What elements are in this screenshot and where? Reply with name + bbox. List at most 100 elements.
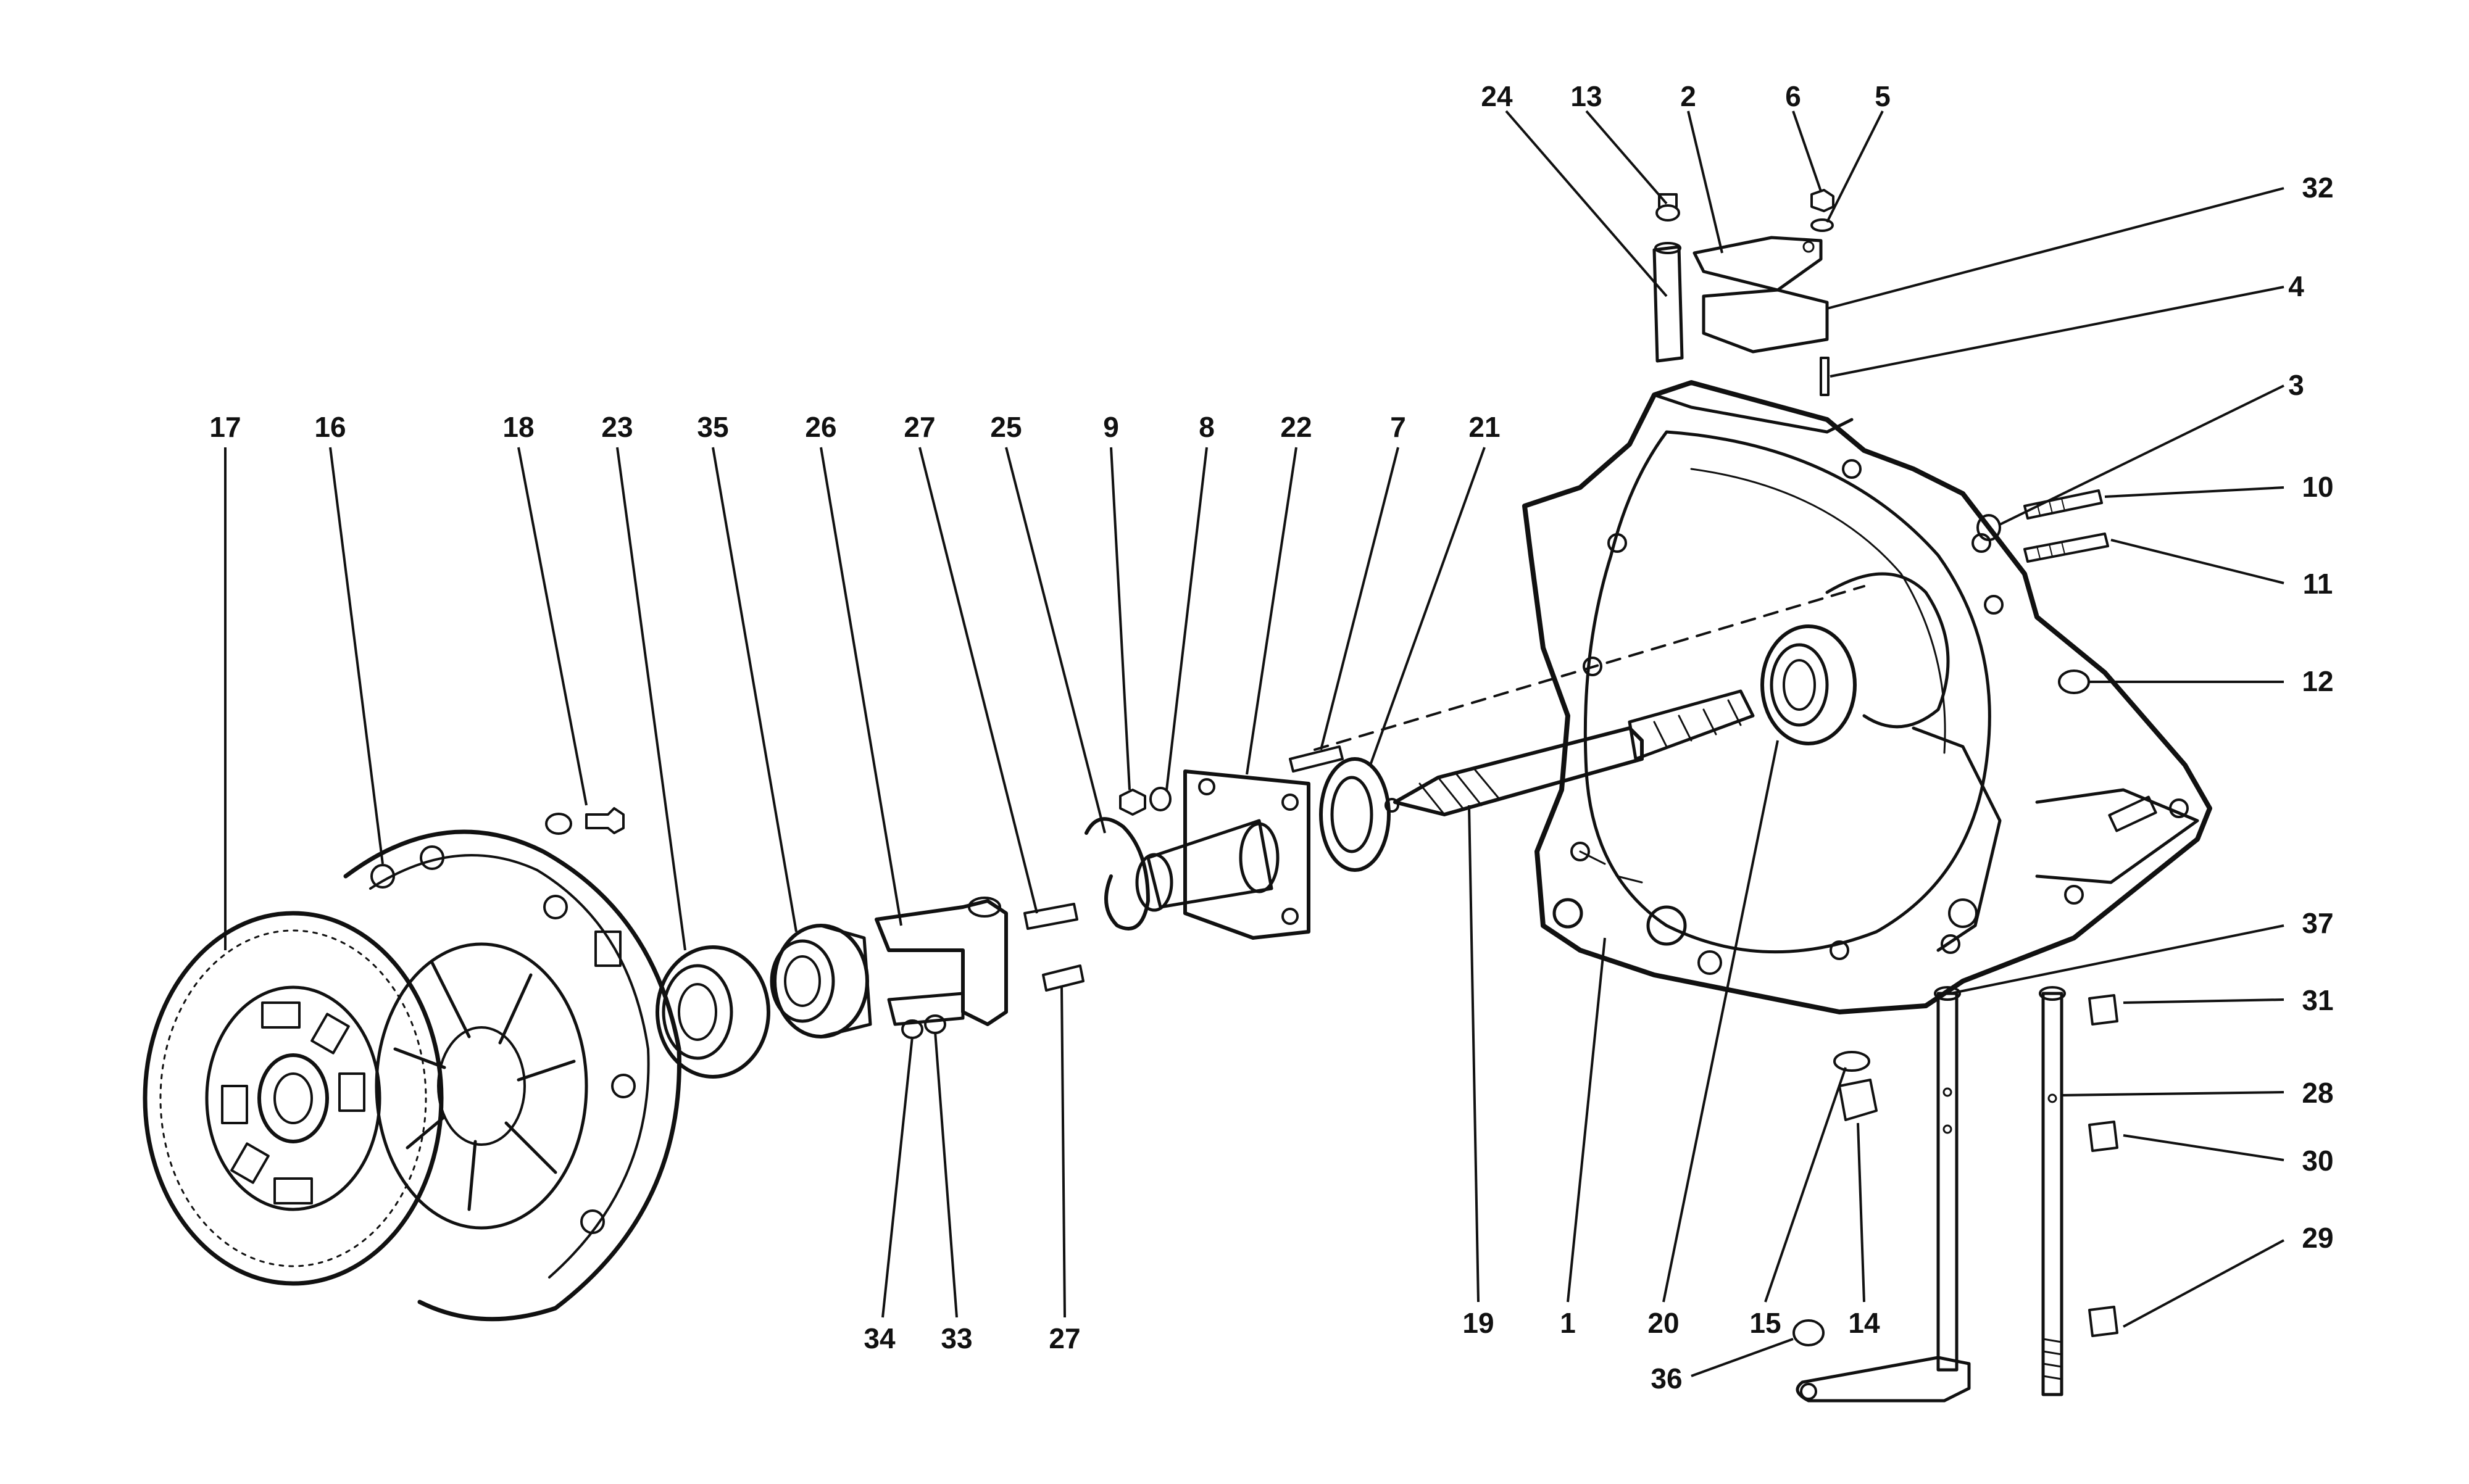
plug-14	[1838, 1079, 1878, 1121]
stud-7	[1289, 745, 1344, 773]
callout-16: 16	[314, 411, 346, 443]
leader-24	[1505, 110, 1668, 297]
bell-housing	[1522, 380, 2212, 1014]
bush-31	[2088, 994, 2118, 1026]
callout-24: 24	[1481, 80, 1513, 112]
leader-34	[881, 1036, 914, 1318]
washer-15	[1833, 1051, 1870, 1072]
input-shaft-19	[1384, 689, 1755, 816]
callout-22: 22	[1280, 411, 1312, 443]
callout-2: 2	[1680, 80, 1696, 112]
leader-16	[329, 447, 384, 864]
callout-8: 8	[1199, 411, 1215, 443]
callout-37: 37	[2302, 907, 2333, 939]
plug-12	[2058, 669, 2090, 694]
bush-30	[2088, 1121, 2118, 1152]
leader-2	[1687, 110, 1723, 254]
leader-1	[1567, 937, 1606, 1303]
callout-3: 3	[2288, 369, 2304, 401]
pad-32	[1702, 288, 1829, 354]
bolt-18	[545, 807, 625, 835]
leader-23	[616, 447, 686, 951]
leader-35	[712, 447, 797, 932]
callout-23: 23	[601, 411, 633, 443]
leader-lines	[224, 110, 2284, 1377]
bush-29	[2088, 1306, 2118, 1337]
callout-labels: 24 13 2 6 5 32 4 3 10 11 12 17 16 18 23 …	[209, 80, 2333, 1395]
washer-8	[1149, 787, 1172, 811]
callout-19: 19	[1462, 1307, 1494, 1339]
leader-21	[1369, 447, 1486, 766]
callout-13: 13	[1570, 80, 1602, 112]
leader-5	[1826, 110, 1884, 223]
callout-27: 27	[904, 411, 935, 443]
pin-27b	[1042, 964, 1085, 992]
shaft-28	[2039, 986, 2066, 1396]
bracket-2	[1692, 236, 1823, 292]
leader-8	[1165, 447, 1208, 790]
stud-11	[2023, 533, 2109, 563]
leader-33	[934, 1031, 958, 1318]
fork-26	[875, 897, 1008, 1026]
leader-29	[2123, 1239, 2284, 1328]
leader-10	[2104, 486, 2284, 498]
callout-7: 7	[1390, 411, 1406, 443]
seal-21	[1319, 757, 1391, 872]
callout-12: 12	[2302, 665, 2333, 697]
pin-24	[1652, 242, 1684, 363]
callout-28: 28	[2302, 1077, 2333, 1109]
leader-22	[1246, 447, 1297, 775]
bearing-23	[656, 945, 770, 1079]
callout-1: 1	[1560, 1307, 1576, 1339]
callout-6: 6	[1785, 80, 1801, 112]
nut-9	[1119, 789, 1146, 816]
leader-19	[1468, 805, 1480, 1303]
leader-4	[1830, 286, 2284, 378]
leader-36	[1691, 1338, 1794, 1377]
callout-15: 15	[1749, 1307, 1781, 1339]
leader-11	[2110, 539, 2284, 584]
callout-33: 33	[941, 1322, 972, 1354]
leader-27	[918, 447, 1038, 914]
leader-31	[2123, 998, 2284, 1004]
clutch-disc	[143, 911, 444, 1286]
plug-3	[1976, 514, 2001, 541]
washer-33	[924, 1014, 946, 1034]
callout-9: 9	[1103, 411, 1119, 443]
callout-35: 35	[697, 411, 728, 443]
shaft-37	[1796, 986, 1971, 1403]
callout-32: 32	[2302, 172, 2333, 204]
leader-27b	[1060, 987, 1066, 1318]
callout-11: 11	[2303, 568, 2333, 600]
leader-9	[1110, 447, 1131, 790]
callout-36: 36	[1651, 1362, 1682, 1395]
leader-30	[2123, 1134, 2284, 1161]
pressure-plate	[343, 829, 681, 1322]
leader-32	[1826, 187, 2284, 310]
callout-27b: 27	[1049, 1322, 1080, 1354]
leader-6	[1792, 110, 1822, 192]
callout-14: 14	[1848, 1307, 1880, 1339]
leader-15	[1764, 1067, 1847, 1303]
callout-26: 26	[805, 411, 836, 443]
callout-29: 29	[2302, 1222, 2333, 1254]
nut-6	[1810, 189, 1834, 212]
release-bearing-35	[770, 924, 872, 1038]
callout-4: 4	[2288, 270, 2304, 302]
leader-26	[820, 447, 902, 926]
bearing-20	[1760, 624, 1857, 745]
callout-17: 17	[209, 411, 241, 443]
leader-7	[1320, 447, 1399, 750]
callout-31: 31	[2302, 984, 2333, 1016]
callout-25: 25	[990, 411, 1022, 443]
washer-5	[1810, 218, 1834, 232]
callout-21: 21	[1468, 411, 1500, 443]
leader-3	[1999, 384, 2284, 526]
leader-20	[1662, 740, 1779, 1303]
cap-13	[1655, 193, 1680, 222]
pin-27	[1023, 903, 1078, 930]
callout-18: 18	[502, 411, 534, 443]
leader-13	[1585, 110, 1668, 205]
